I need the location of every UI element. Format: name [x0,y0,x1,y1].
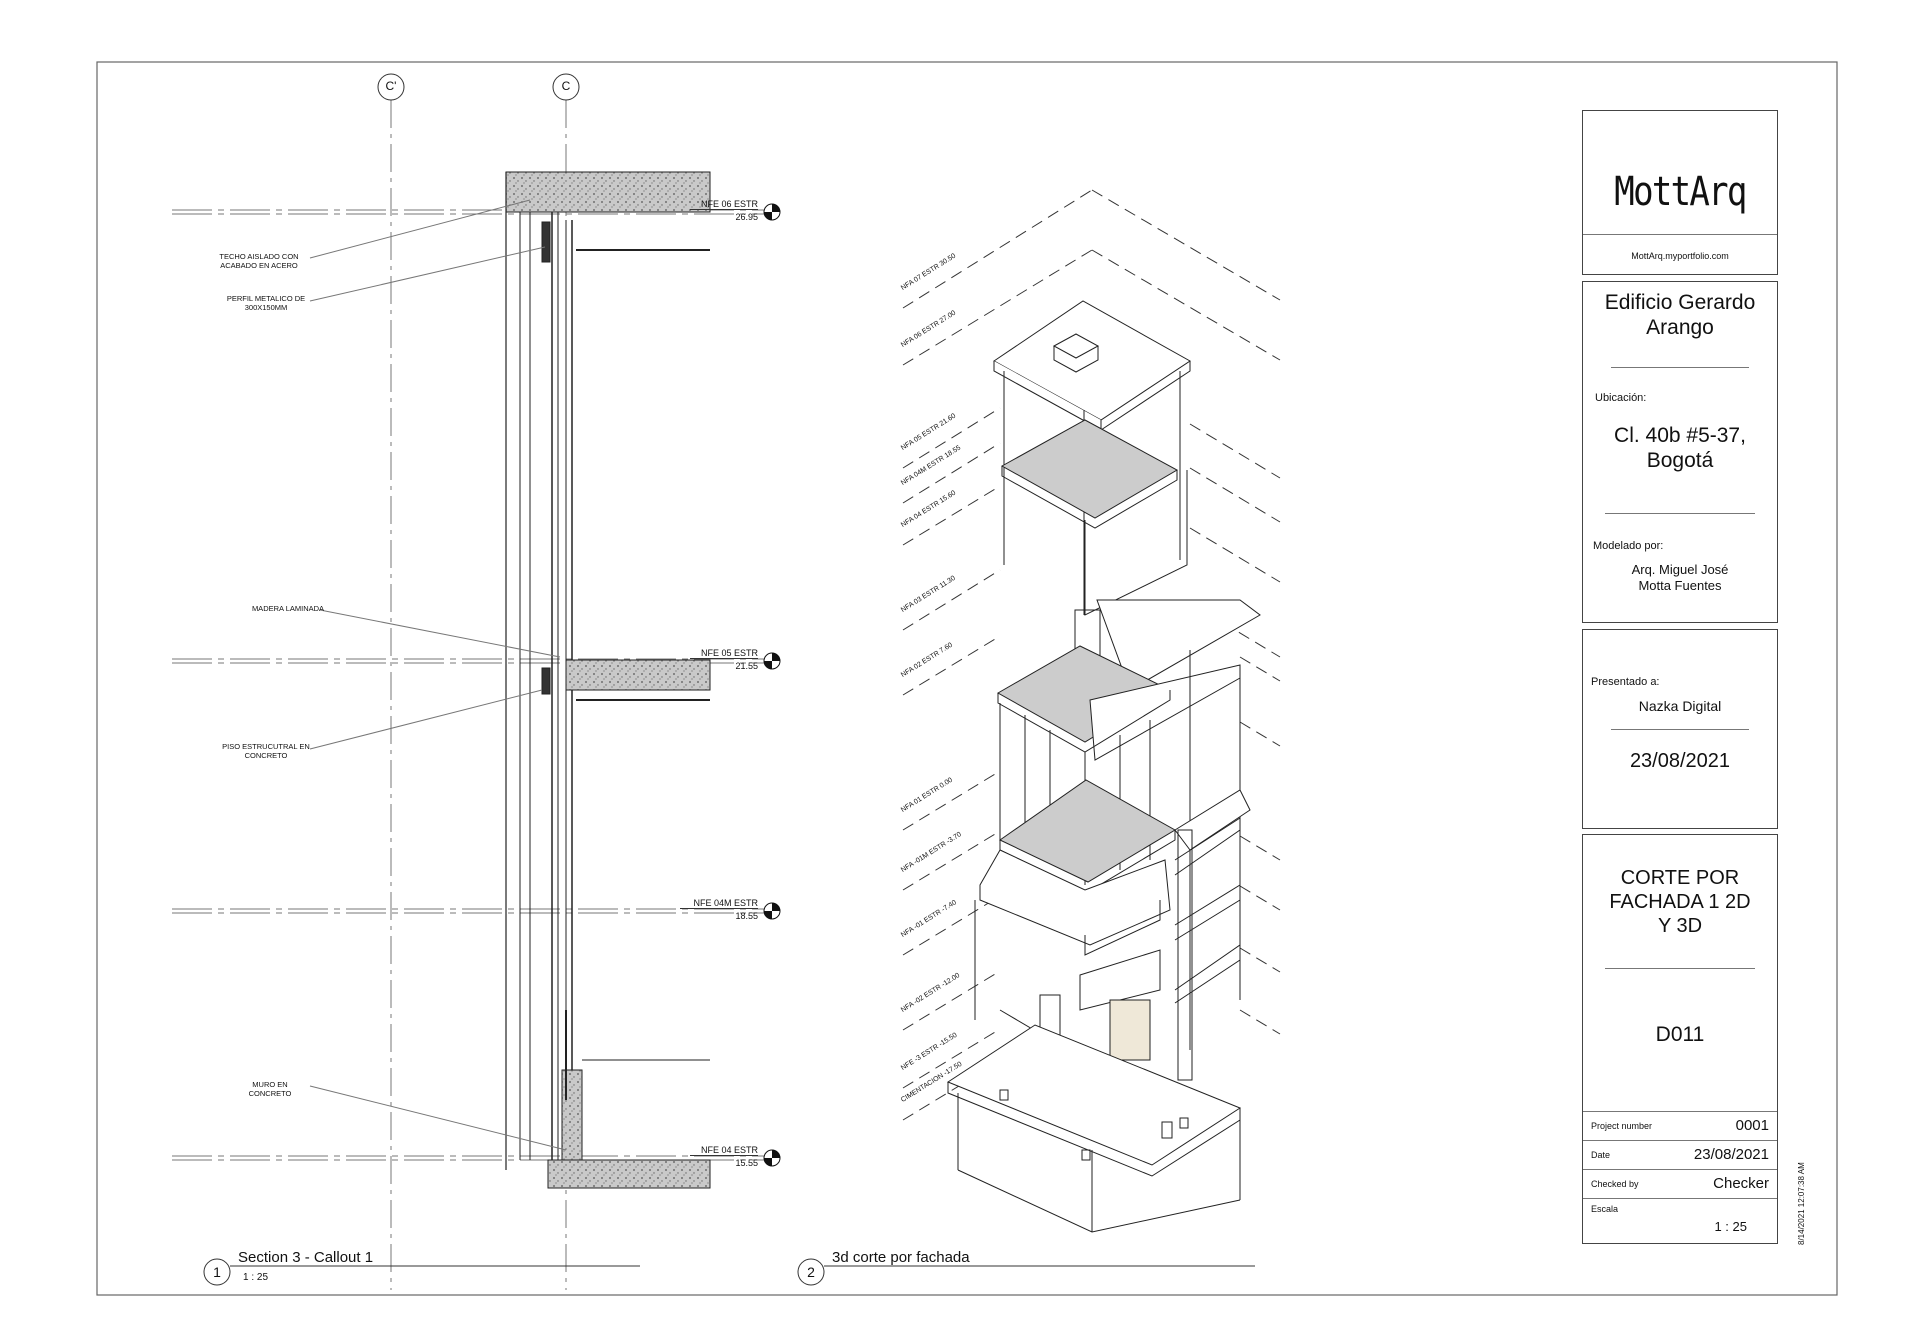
project-name: Edificio Gerardo Arango [1604,291,1756,339]
view-1-title: Section 3 - Callout 1 [238,1249,374,1266]
sheet-title-line3: Y 3D [1657,915,1703,937]
annotation-floor: PISO ESTRUCUTRAL EN CONCRETO [222,742,310,760]
field-project-number: Project number 0001 [1583,1111,1777,1141]
annotation-roof: TECHO AISLADO CON ACABADO EN ACERO [219,252,299,270]
section-drawing [505,171,711,1189]
gridline-label-right: C [561,79,571,93]
level-markers [763,203,781,1167]
print-timestamp: 8/14/2021 12:07:38 AM [1797,1162,1806,1245]
field-value: Checker [1713,1175,1769,1192]
level-05-elev: 21.55 [735,661,758,671]
brand-website: MottArq.myportfolio.com [1631,251,1729,261]
field-label: Project number [1591,1121,1653,1131]
level-05-name: NFE 05 ESTR [690,648,758,659]
field-checked-by: Checked by Checker [1583,1169,1777,1199]
client-name: Nazka Digital [1638,698,1722,714]
gridline-label-left: C' [385,79,397,93]
modeler-line2: Motta Fuentes [1638,578,1722,593]
location-line1: Cl. 40b #5-37, [1614,424,1746,447]
sheet-number: D011 [1655,1023,1705,1046]
titleblock-client: Presentado a: Nazka Digital 23/08/2021 [1582,629,1778,829]
view-title-markers [203,1258,1255,1286]
view-1-scale: 1 : 25 [243,1272,269,1283]
annotation-profile: PERFIL METALICO DE 300X150MM [226,294,306,312]
field-value: 1 : 25 [1714,1219,1747,1234]
level-04-elev: 15.55 [735,1158,758,1168]
modeler-label: Modelado por: [1593,540,1664,552]
view-2-number: 2 [807,1264,815,1280]
titleblock-project: Edificio Gerardo Arango Ubicación: Cl. 4… [1582,281,1778,623]
gridline-cprime [377,73,405,1290]
annotation-leaders [309,199,567,1151]
field-date: Date 23/08/2021 [1583,1140,1777,1170]
field-scale: Escala 1 : 25 [1583,1198,1777,1245]
client-date: 23/08/2021 [1629,750,1731,772]
level-06-elev: 26.95 [735,212,758,222]
titleblock-sheet: CORTE POR FACHADA 1 2D Y 3D D011 Project… [1582,834,1778,1244]
level-04m-elev: 18.55 [735,911,758,921]
annotation-wall: MURO EN CONCRETO [248,1080,292,1098]
level-04-name: NFE 04 ESTR [690,1145,758,1156]
annotation-wood: MADERA LAMINADA [251,604,325,613]
field-value: 0001 [1735,1117,1769,1134]
level-06-name: NFE 06 ESTR [690,199,758,210]
view-2-title: 3d corte por fachada [832,1249,970,1266]
field-value: 23/08/2021 [1693,1146,1769,1163]
field-label: Escala [1591,1204,1619,1214]
location-line2: Bogotá [1646,449,1714,472]
brand-name: MottArq [1614,169,1747,215]
field-label: Date [1591,1150,1611,1160]
modeler-line1: Arq. Miguel José [1631,562,1729,577]
view-1-number: 1 [213,1264,221,1280]
sheet-border [96,61,1838,1296]
level-04m-name: NFE 04M ESTR [680,898,758,909]
client-label: Presentado a: [1591,676,1660,688]
sheet-title-line2: FACHADA 1 2D [1609,891,1751,913]
location-label: Ubicación: [1595,392,1647,404]
isometric-drawing [902,189,1281,1233]
sheet-title-line1: CORTE POR [1620,867,1740,889]
titleblock-logo: MottArq MottArq.myportfolio.com [1582,110,1778,275]
field-label: Checked by [1591,1179,1639,1189]
